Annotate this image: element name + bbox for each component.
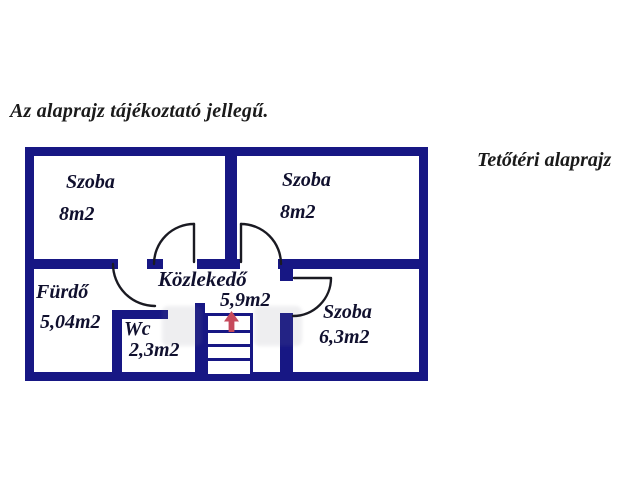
wall-outer-right — [419, 147, 428, 381]
room-name-label: Szoba — [323, 301, 372, 323]
room-area-label: 6,3m2 — [319, 326, 370, 348]
stair-tread — [208, 358, 250, 361]
stair-tread — [208, 344, 250, 347]
room-area-label: 8m2 — [59, 203, 95, 225]
disclaimer-text: Az alaprajz tájékoztató jellegű. — [10, 100, 269, 122]
watermark-blob — [162, 306, 202, 346]
room-area-label: 2,3m2 — [129, 339, 180, 361]
wall-wc-left — [112, 310, 122, 372]
plan-title: Tetőtéri alaprajz — [477, 149, 612, 171]
watermark-blob — [254, 306, 302, 346]
room-area-label: 5,9m2 — [220, 289, 271, 311]
wall-stairs-right — [280, 313, 293, 372]
wall-outer-top — [25, 147, 428, 156]
door-arc — [111, 262, 157, 308]
door-arc — [152, 222, 196, 266]
room-name-label: Szoba — [282, 169, 331, 191]
door-arc — [239, 222, 283, 266]
wall-outer-left — [25, 147, 34, 381]
room-name-label: Fürdő — [36, 281, 89, 303]
room-area-label: 8m2 — [280, 201, 316, 223]
wall-stairs-left — [195, 303, 205, 372]
stairs-up-arrow-icon — [224, 311, 239, 332]
wall-middle-segment-b — [197, 259, 240, 269]
room-name-label: Wc — [124, 318, 151, 340]
wall-between-top-rooms — [225, 156, 237, 269]
wall-middle-segment-a — [34, 259, 118, 269]
wall-wc-top — [112, 310, 168, 319]
stairs — [205, 313, 253, 377]
room-area-label: 5,04m2 — [40, 311, 101, 333]
room-name-label: Szoba — [66, 171, 115, 193]
room-name-label: Közlekedő — [158, 267, 247, 291]
wall-right-room-jamb — [280, 269, 293, 281]
wall-middle-segment-c — [278, 259, 419, 269]
